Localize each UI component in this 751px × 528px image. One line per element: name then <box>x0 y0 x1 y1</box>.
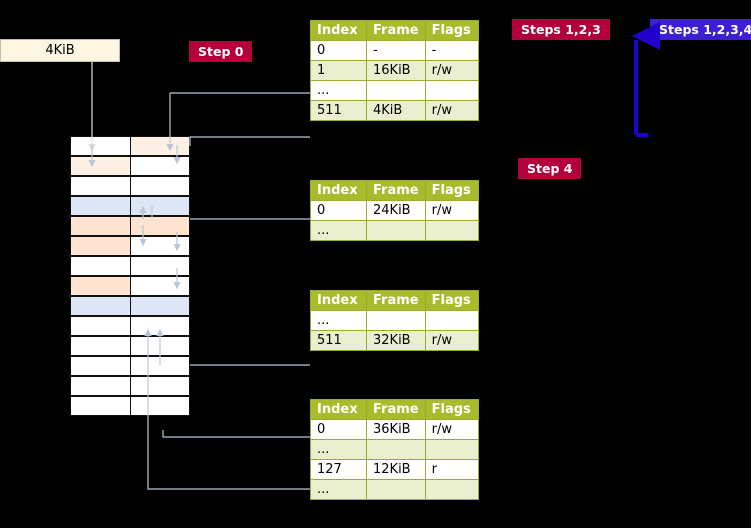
memory-frame-subcell <box>130 376 190 396</box>
cell-flags: r/w <box>424 60 479 81</box>
cell-flags: r/w <box>424 100 479 121</box>
cell-index: ... <box>310 220 367 241</box>
cell-flags <box>424 439 479 460</box>
cell-index: 0 <box>310 200 367 221</box>
memory-frame-subcell <box>130 176 190 196</box>
cell-flags <box>424 310 479 331</box>
cell-flags <box>424 80 479 101</box>
cell-frame <box>366 439 426 460</box>
cell-flags: r/w <box>424 200 479 221</box>
table-row: ... <box>310 310 479 331</box>
label-steps-1-2-3-4: Steps 1,2,3,4 <box>650 19 751 40</box>
column-header-frame: Frame <box>366 399 426 420</box>
cell-index: ... <box>310 479 367 500</box>
cell-frame <box>366 220 426 241</box>
cell-flags: r/w <box>424 419 479 440</box>
memory-region-label: 4KiB <box>45 43 75 58</box>
table-row: ... <box>310 439 479 460</box>
cell-index: ... <box>310 439 367 460</box>
memory-frame-subcell <box>130 356 190 376</box>
memory-frame-subcell <box>130 256 190 276</box>
label-step-0: Step 0 <box>189 41 253 62</box>
memory-frame-subcell <box>130 276 190 296</box>
cell-index: 511 <box>310 330 367 351</box>
memory-frame-subcell <box>130 236 190 256</box>
cell-frame: 12KiB <box>366 459 426 480</box>
column-header-index: Index <box>310 399 367 420</box>
cell-frame <box>366 479 426 500</box>
memory-region-4kib-box: 4KiB <box>0 39 120 62</box>
cell-flags: r <box>424 459 479 480</box>
cell-frame: - <box>366 40 426 61</box>
arrow-t1-to-mem <box>189 136 310 146</box>
column-header-index: Index <box>310 290 367 311</box>
cell-frame: 36KiB <box>366 419 426 440</box>
column-header-flags: Flags <box>424 20 479 41</box>
memory-frame-subcell <box>130 216 190 236</box>
cell-frame <box>366 80 426 101</box>
column-header-index: Index <box>310 180 367 201</box>
cell-frame: 16KiB <box>366 60 426 81</box>
table-row: ... <box>310 479 479 500</box>
memory-frame-subcell <box>130 316 190 336</box>
column-header-flags: Flags <box>424 180 479 201</box>
cell-frame: 4KiB <box>366 100 426 121</box>
column-header-frame: Frame <box>366 180 426 201</box>
column-header-frame: Frame <box>366 290 426 311</box>
memory-frame-subcell <box>130 196 190 216</box>
label-step-4: Step 4 <box>518 158 582 179</box>
cell-index: 1 <box>310 60 367 81</box>
cell-index: ... <box>310 310 367 331</box>
memory-frame-subcell <box>130 156 190 176</box>
cell-index: 511 <box>310 100 367 121</box>
column-header-index: Index <box>310 20 367 41</box>
cell-flags <box>424 479 479 500</box>
column-header-flags: Flags <box>424 399 479 420</box>
label-steps-1-2-3: Steps 1,2,3 <box>512 19 610 40</box>
cell-index: 0 <box>310 419 367 440</box>
memory-frame-subcell <box>130 396 190 416</box>
cell-index: 0 <box>310 40 367 61</box>
column-header-frame: Frame <box>366 20 426 41</box>
cell-index: 127 <box>310 459 367 480</box>
memory-frame-subcell <box>130 336 190 356</box>
memory-frame-subcell <box>130 136 190 156</box>
cell-frame: 32KiB <box>366 330 426 351</box>
table-row: 0-- <box>310 40 479 61</box>
physical-memory-grid <box>70 136 190 416</box>
table-row: ... <box>310 80 479 101</box>
cell-index: ... <box>310 80 367 101</box>
memory-frame-subcell <box>130 296 190 316</box>
cell-flags: r/w <box>424 330 479 351</box>
cell-frame <box>366 310 426 331</box>
cell-flags <box>424 220 479 241</box>
column-header-flags: Flags <box>424 290 479 311</box>
cell-frame: 24KiB <box>366 200 426 221</box>
cell-flags: - <box>424 40 479 61</box>
table-row: ... <box>310 220 479 241</box>
arrow-t4-row0 <box>162 430 310 438</box>
